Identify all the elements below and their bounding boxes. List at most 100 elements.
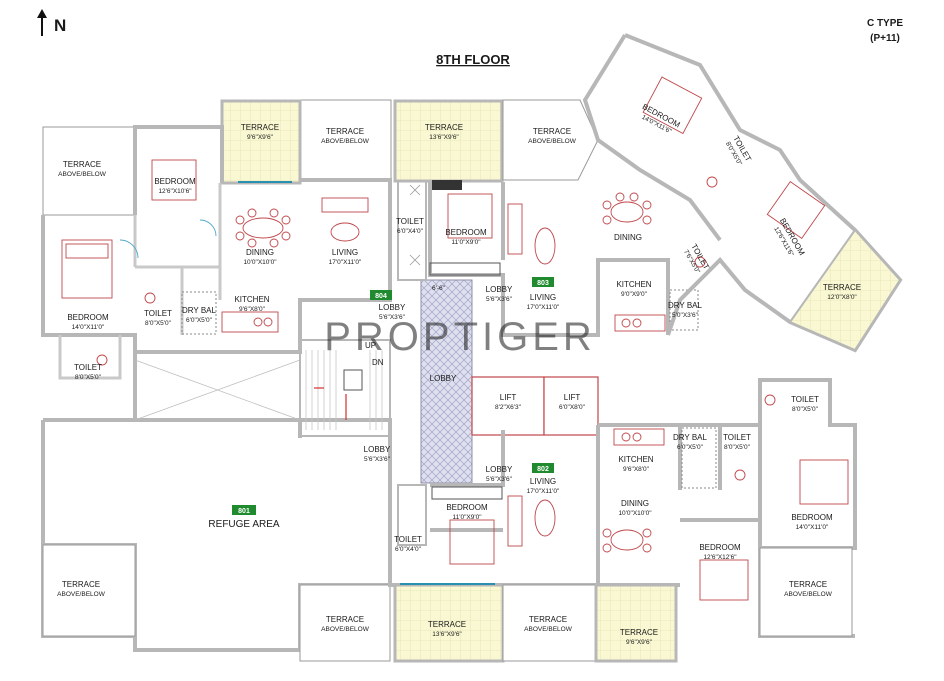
room-dimension: 8'2"X6'3" [495,404,522,411]
room-dimension: 13'6"X9'6" [429,134,459,141]
room-dimension: 5'0"X3'6" [672,312,699,319]
south-centre-wing [388,430,600,663]
room-dimension: ABOVE/BELOW [58,171,107,178]
watermark: PROPTIGER [324,315,596,359]
room-name: TERRACE [533,127,571,136]
dry-balcony [681,427,717,489]
room-dimension: 9'0"X9'0" [621,291,648,298]
room-kitchen: KITCHEN 9'0"X9'0" [616,280,651,298]
room-terrace: TERRACE 13'6"X9'6" [425,123,463,141]
window-grille [432,180,462,190]
room-name: DRY BAL [182,306,216,315]
room-terrace: TERRACE ABOVE/BELOW [321,615,370,633]
room-name: LIVING [530,293,556,302]
left-wing [41,99,392,662]
room-dimension: 6'0"X4'0" [397,228,424,235]
room-name: TOILET [723,433,751,442]
flat-tag-803: 803 [532,277,554,287]
dining-table [610,201,644,223]
sofa [507,495,523,547]
room-name: TERRACE [63,160,101,169]
terrace-yellow-n1 [220,99,302,185]
terrace-yellow-n2 [393,99,504,183]
duct [343,369,363,391]
room-name: DINING [621,499,649,508]
svg-text:801: 801 [238,508,250,515]
room-name: TERRACE [529,615,567,624]
room-bedroom: BEDROOM 12'6"X12'6" [699,543,741,561]
room-name: TERRACE [823,283,861,292]
lift-1 [471,376,545,436]
north-arrow-head-icon [37,9,47,18]
stair-width-label: 6'-6" [432,285,446,292]
wc [764,394,776,406]
terrace-yellow-s2 [594,583,678,663]
room-name: BEDROOM [445,228,487,237]
room-name: TERRACE [241,123,279,132]
room-dimension: 9'6"X9'6" [247,134,274,141]
room-dimension: 10'0"X10'0" [243,259,277,266]
wc [734,469,746,481]
room-name: KITCHEN [616,280,651,289]
room-name: TERRACE [326,615,364,624]
bed-pillow [65,243,109,259]
room-dimension: 6'0"X5'0" [186,317,213,324]
terrace-yellow-ne [788,228,902,352]
room-name: TOILET [394,535,422,544]
room-name: TOILET [396,217,424,226]
room-dimension: 5'6"X3'6" [364,456,391,463]
wardrobe [431,486,503,500]
terrace-above-below-s1 [299,584,391,662]
room-dimension: 14'0"X11'0" [72,324,105,331]
room-name: TERRACE [620,628,658,637]
room-name: KITCHEN [234,295,269,304]
bed [449,519,495,565]
north-centre-wing [393,99,699,337]
room-dimension: 12'6"X12'6" [703,554,737,561]
terrace-above-below-nw [42,126,136,216]
bed [766,180,826,240]
room-name: BEDROOM [699,543,741,552]
terrace-above-below-sw [42,544,136,637]
room-dimension: ABOVE/BELOW [524,626,573,633]
room-dimension: 8'0"X5'0" [75,374,102,381]
stair-treads [305,350,383,430]
room-dimension: 5'6"X3'6" [486,296,513,303]
svg-text:804: 804 [375,293,387,300]
kitchen-counter [221,311,279,333]
south-east-wing [594,378,857,663]
room-name: BEDROOM [446,503,488,512]
room-dimension: 8'0"X5'0" [792,406,819,413]
room-dimension: 6'0"X5'0" [677,444,704,451]
room-name: TERRACE [425,123,463,132]
type-line-1: C TYPE [867,18,903,29]
terrace-above-below-n1 [300,99,392,181]
room-name: LIVING [332,248,358,257]
lift-2 [543,376,599,436]
room-dimension: ABOVE/BELOW [784,591,833,598]
room-dimension: ABOVE/BELOW [321,626,370,633]
room-lobby: LOBBY [430,374,457,383]
bed [799,459,849,505]
room-labels: TERRACE9'6"X9'6"TERRACEABOVE/BELOWTERRAC… [57,102,861,646]
room-name: LOBBY [430,374,457,383]
bed [447,193,493,239]
